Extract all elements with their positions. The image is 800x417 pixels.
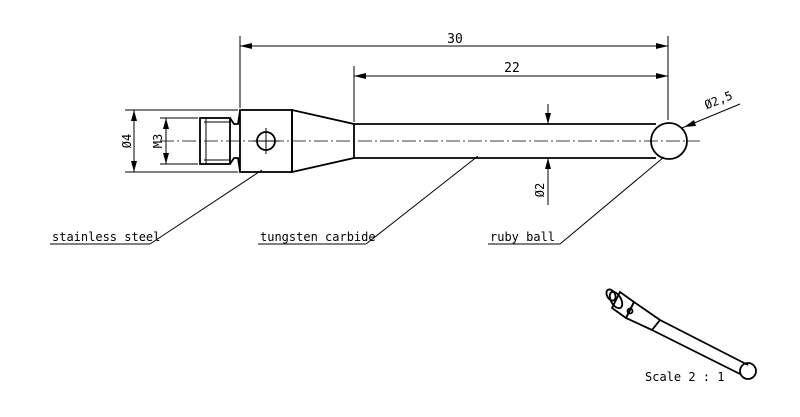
stem-diameter-label: Ø2: [533, 183, 547, 197]
overall-length-label: 30: [447, 32, 463, 47]
steel-body: [239, 109, 293, 173]
isometric-view: [605, 288, 757, 380]
stem-material-label: tungsten carbide: [260, 230, 376, 244]
scale-label: Scale 2 : 1: [645, 370, 724, 384]
ruby-ball: [650, 122, 688, 160]
stem-length-label: 22: [504, 61, 520, 76]
callout-body-material: stainless steel: [50, 169, 263, 245]
callout-stem-material: tungsten carbide: [258, 155, 479, 245]
stylus-side-view: [160, 108, 700, 174]
carbide-stem: [354, 123, 656, 159]
tip-material-label: ruby ball: [490, 230, 555, 244]
threaded-end: [199, 110, 241, 172]
dimension-thread: M3: [151, 117, 198, 165]
thread-label: M3: [151, 134, 165, 148]
dimension-stem-diameter: Ø2: [533, 104, 551, 205]
dimension-body-diameter: Ø4: [120, 109, 238, 173]
dimension-overall-length: 30: [239, 32, 669, 120]
body-material-label: stainless steel: [52, 230, 160, 244]
dimension-ball-diameter: Ø2,5: [681, 88, 741, 129]
dimension-stem-length: 22: [353, 61, 668, 122]
body-diameter-label: Ø4: [120, 134, 134, 148]
iso-ruby-ball: [739, 362, 757, 380]
callout-tip-material: ruby ball: [488, 156, 665, 245]
